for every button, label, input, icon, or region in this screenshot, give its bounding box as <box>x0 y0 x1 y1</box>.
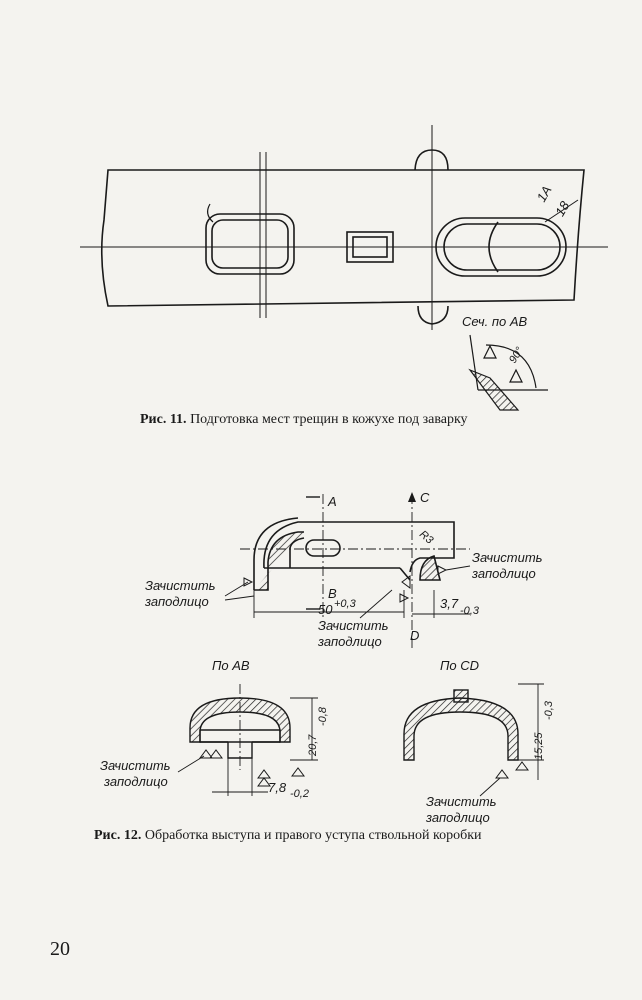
cut-label-a: A <box>327 494 337 509</box>
figure-12-number: Рис. 12. <box>94 828 142 843</box>
cut-label-d: D <box>410 628 419 643</box>
flush-ab-2: заподлицо <box>103 774 168 789</box>
view-ab-section <box>189 697 291 759</box>
dim-78-value: 7,8 <box>268 780 287 795</box>
dimension-78 <box>212 758 268 796</box>
weld-leader <box>544 199 579 223</box>
dim-37-value: 3,7 <box>440 596 459 611</box>
view-ab-marks <box>199 749 305 787</box>
figure-11-caption: Рис. 11. Подготовка мест трещин в кожухе… <box>140 412 468 428</box>
center-window <box>346 231 394 263</box>
flush-cd-2: заподлицо <box>425 810 490 825</box>
view-ab-label: По АВ <box>212 658 250 673</box>
radius-label: R3 <box>417 528 436 547</box>
flush-cd-1: Зачистить <box>426 794 497 809</box>
view-cd-label: По СD <box>440 658 479 673</box>
oval-slot-right <box>435 217 567 277</box>
dimension-37 <box>412 590 470 618</box>
dim-207-value: 20,7 <box>307 734 319 757</box>
flush-mid-1: Зачистить <box>318 618 389 633</box>
view-cd-section <box>403 689 519 761</box>
dim-1525-value: 15,25 <box>533 732 545 760</box>
flush-mid-2: заподлицо <box>317 634 382 649</box>
dim-1525-tolerance: -0,3 <box>543 700 555 720</box>
figure-11-number: Рис. 11. <box>140 412 187 427</box>
dimension-207 <box>290 697 318 761</box>
figure-12-text: Обработка выступа и правого уступа ствол… <box>144 828 482 843</box>
cut-label-b: B <box>328 586 337 601</box>
dimension-1525 <box>518 683 544 780</box>
dim-207-tolerance: -0,8 <box>317 706 329 726</box>
dim-78-tolerance: -0,2 <box>290 788 309 800</box>
dim-50-value: 50 <box>318 602 333 617</box>
dim-37-tolerance: -0,3 <box>460 605 480 617</box>
section-sketch <box>468 334 548 411</box>
cut-label-c: C <box>420 490 430 505</box>
figure-12-caption: Рис. 12. Обработка выступа и правого уст… <box>94 828 482 844</box>
section-label: Сеч. по АВ <box>462 314 528 329</box>
dim-50-tolerance: +0,3 <box>334 598 357 610</box>
angle-label: 90° <box>507 345 526 366</box>
flush-left-1: Зачистить <box>145 578 216 593</box>
view-cd-marks <box>495 761 529 779</box>
flush-marks <box>243 565 448 603</box>
flush-ab-1: Зачистить <box>100 758 171 773</box>
dimension-50 <box>253 590 405 618</box>
crack-line <box>207 203 214 223</box>
crack-slot-left <box>205 213 295 275</box>
flush-right-2: заподлицо <box>471 566 536 581</box>
flush-right-1: Зачистить <box>472 550 543 565</box>
figure-11-text: Подготовка мест трещин в кожухе под зава… <box>190 412 468 427</box>
page-number: 20 <box>50 938 70 960</box>
weld-mark-top: 1А <box>534 183 555 204</box>
flush-left-2: заподлицо <box>144 594 209 609</box>
casing-body <box>100 149 585 325</box>
